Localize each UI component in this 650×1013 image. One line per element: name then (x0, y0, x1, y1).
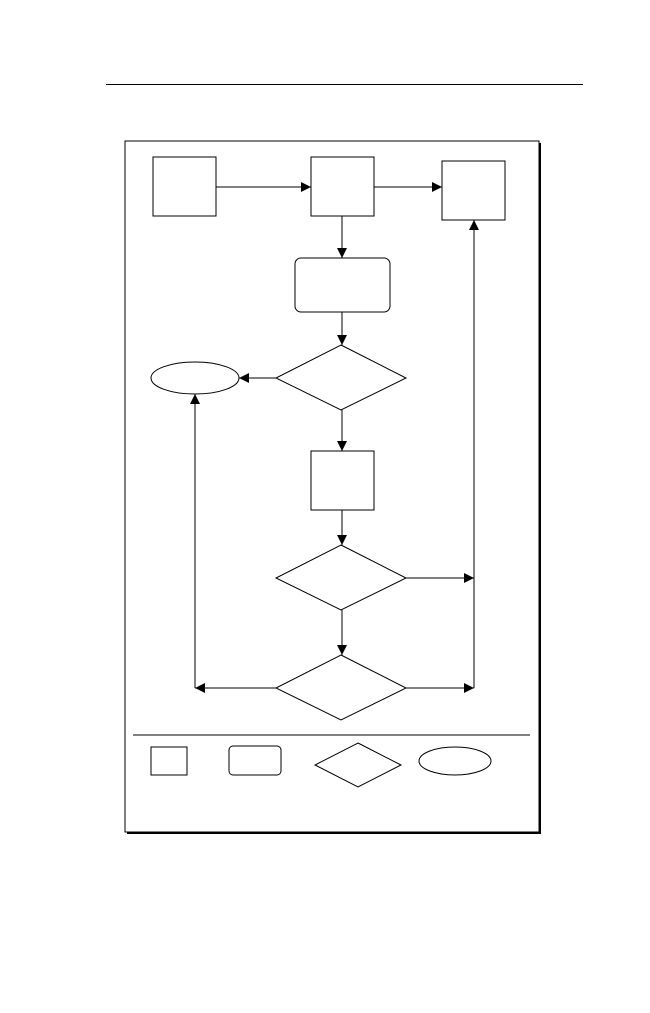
start-process-box (152, 156, 217, 217)
legend-process-box (150, 746, 188, 776)
legend-terminal-ellipse (418, 746, 492, 776)
legend-decision-diamond (313, 742, 403, 788)
middle-process-box (310, 450, 375, 511)
third-decision-diamond (274, 654, 408, 721)
rounded-process-box (294, 257, 391, 313)
terminal-ellipse (150, 361, 240, 395)
right-process-box (441, 160, 506, 221)
central-process-box (310, 156, 375, 217)
header-rule (106, 84, 583, 85)
legend-rounded-box (228, 745, 282, 776)
second-decision-diamond (274, 544, 408, 611)
first-decision-diamond (274, 344, 408, 411)
